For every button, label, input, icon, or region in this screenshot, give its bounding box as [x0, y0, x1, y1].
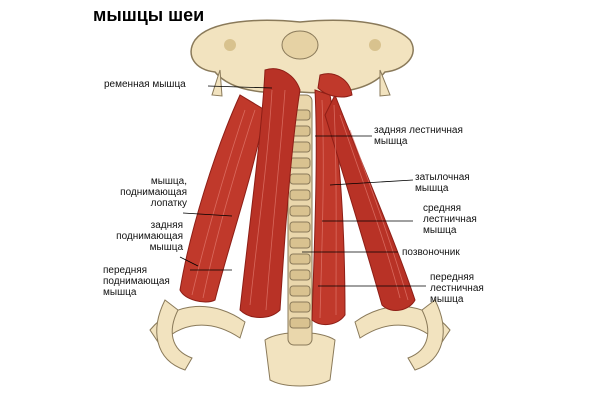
label-posterior-levator: задняя поднимающая мышца [116, 220, 183, 253]
vertebra [289, 237, 311, 249]
muscles [179, 68, 416, 326]
label-spine: позвоночник [402, 247, 460, 258]
vertebra [289, 221, 311, 233]
skull-base [190, 19, 414, 97]
spine-column [287, 94, 313, 346]
vertebra [289, 157, 311, 169]
vertebra [289, 253, 311, 265]
label-middle-scalene: средняя лестничная мышца [423, 203, 477, 236]
vertebra [289, 205, 311, 217]
label-anterior-scalene: передняя лестничная мышца [430, 272, 484, 305]
leader-lines [179, 85, 426, 287]
clavicles [149, 299, 451, 387]
vertebra [289, 317, 311, 329]
label-anterior-levator: передняя поднимающая мышца [103, 265, 170, 298]
label-splenius: ременная мышца [104, 79, 186, 90]
vertebra [289, 285, 311, 297]
vertebra [289, 301, 311, 313]
vertebra [289, 173, 311, 185]
page-title: мышцы шеи [93, 5, 205, 25]
label-levator-scapulae: мышца, поднимающая лопатку [120, 176, 187, 209]
label-occipital: затылочная мышца [415, 172, 470, 194]
vertebra [289, 189, 311, 201]
label-posterior-scalene-top: задняя лестничная мышца [374, 125, 463, 147]
vertebra [289, 269, 311, 281]
